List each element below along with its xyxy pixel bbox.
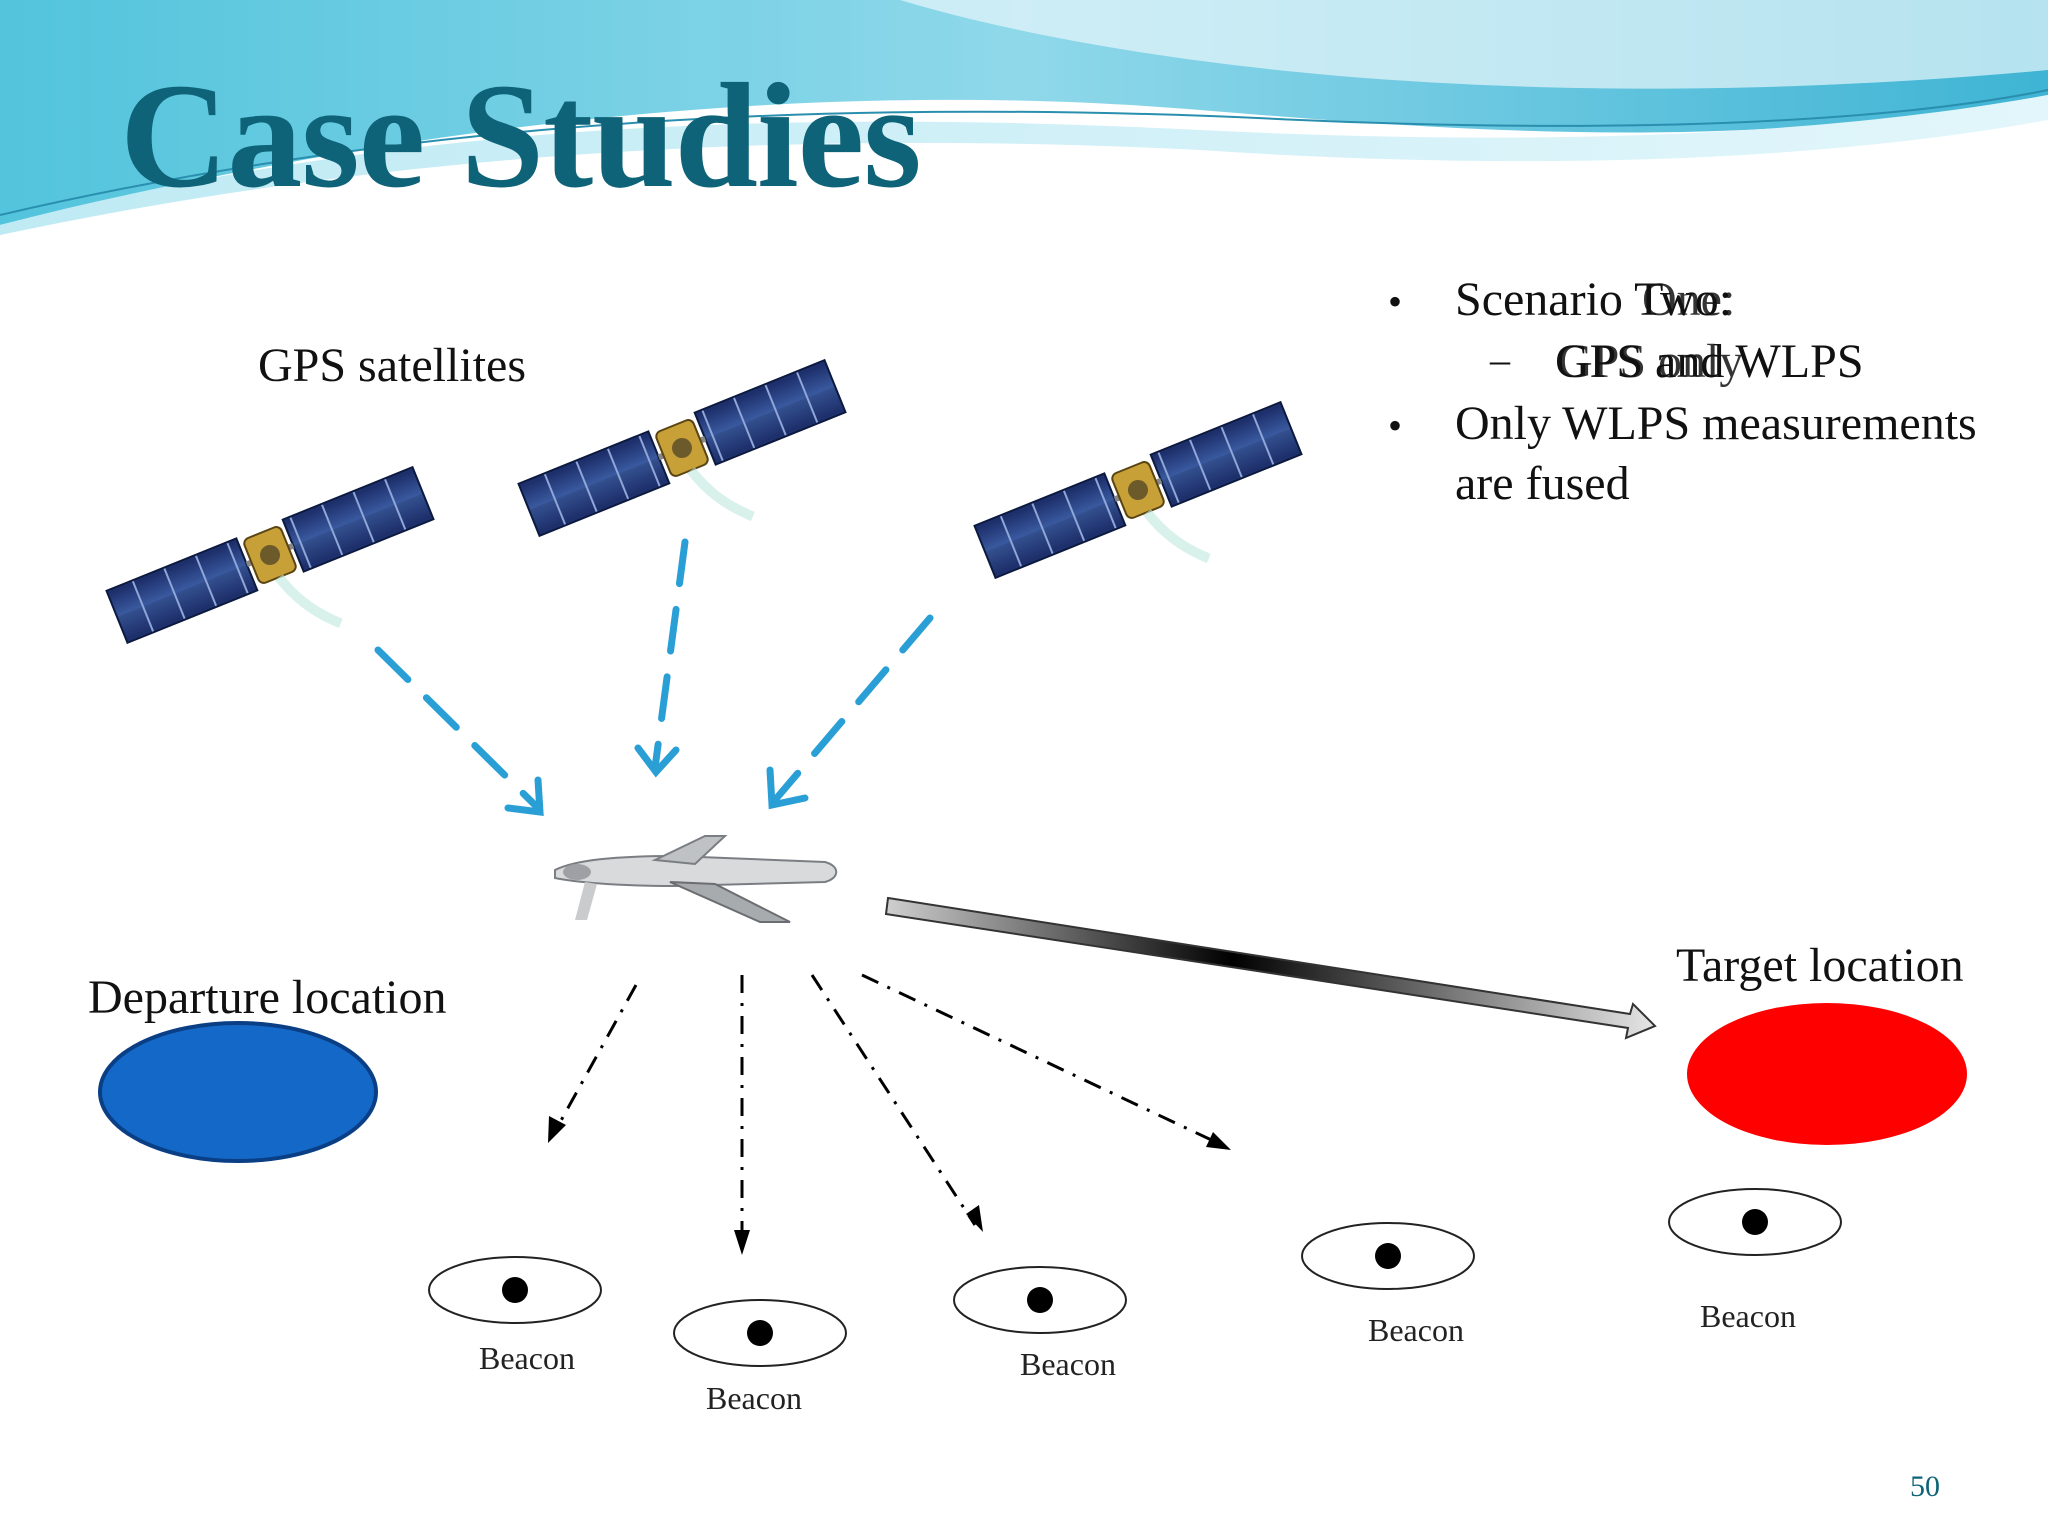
beacon-icon: [1301, 1222, 1475, 1290]
sub-bullet-marker: –: [1490, 337, 1510, 382]
beacon-arrowheads: [548, 1116, 1231, 1255]
satellite-icon: [973, 400, 1303, 580]
beacon-icon: [428, 1256, 602, 1324]
beacon-icon: [1668, 1188, 1842, 1256]
beacon-label: Beacon: [1020, 1346, 1116, 1382]
sub-bullet-sensors: GPS and WLPS: [1555, 335, 1864, 388]
gps-satellites-label: GPS satellites: [258, 339, 527, 392]
header-wave-decoration: [0, 0, 2048, 235]
bullet-scenario-text: Scenario Two:: [1455, 273, 1733, 326]
sub-bullet-sensors-overlay: GPS only: [1558, 335, 1744, 388]
beacon-icon: [673, 1299, 847, 1367]
bullet-marker: •: [1388, 403, 1403, 448]
target-location-label: Target location: [1676, 939, 1964, 992]
gps-label-box: [236, 328, 614, 402]
bullet-fusion-line1: Only WLPS measurements: [1455, 397, 1977, 450]
bullet-scenario-overlay: One:: [1642, 273, 1736, 326]
beacon-label: Beacon: [1700, 1298, 1796, 1334]
beacon-signal-arrows: [551, 973, 1223, 1245]
beacon-label: Beacon: [706, 1380, 802, 1416]
departure-location-label: Departure location: [88, 971, 447, 1024]
diagram-panel: [425, 838, 1845, 1423]
departure-location-marker: [98, 1021, 378, 1163]
page-title: Case Studies: [120, 53, 922, 219]
target-location-marker: [1687, 1003, 1967, 1145]
trajectory-arrow: [884, 896, 1657, 1040]
beacon-label: Beacon: [479, 1340, 575, 1376]
bullet-fusion-line2: are fused: [1455, 457, 1630, 510]
satellite-icon: [517, 358, 847, 538]
page-number: 50: [1910, 1470, 1940, 1503]
bullet-scenario: Scenario Two:: [1455, 272, 1732, 327]
satellite-icon: [105, 465, 435, 645]
bullet-marker: •: [1388, 279, 1403, 324]
beacon-label: Beacon: [1368, 1312, 1464, 1348]
drone-icon: [554, 835, 838, 923]
gps-signal-arrows: [374, 538, 934, 816]
beacon-icon: [953, 1266, 1127, 1334]
